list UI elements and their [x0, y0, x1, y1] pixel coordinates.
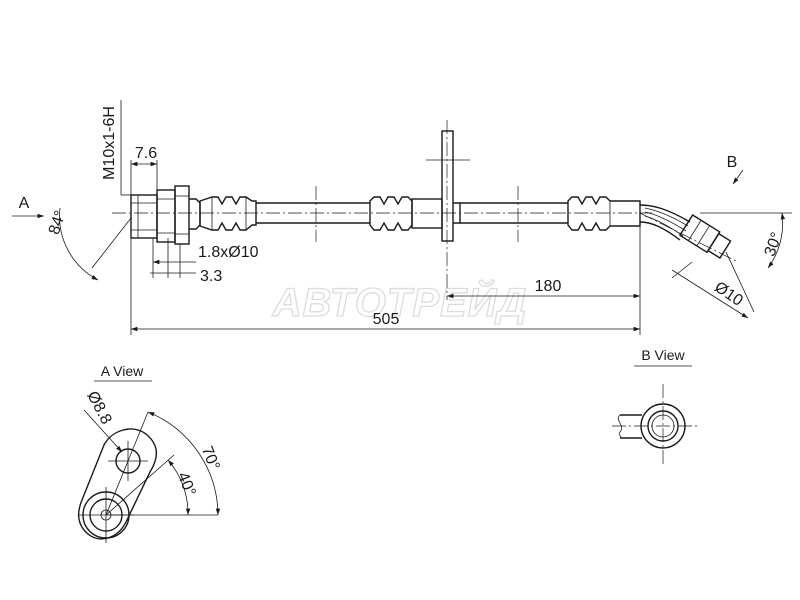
dim-flare: 1.8xØ10: [198, 244, 259, 261]
view-b-marker: B: [727, 154, 738, 171]
left-fitting: [130, 185, 201, 245]
dim-thread: M10x1-6H: [101, 106, 118, 180]
a-view-title: A View: [101, 363, 144, 379]
dim-angle-40: 40°: [174, 470, 199, 499]
a-view: A View Ø8.8 70° 40°: [77, 363, 223, 543]
dim-bracket-position: 180: [535, 278, 562, 295]
b-view: B View: [612, 347, 700, 466]
view-a-marker: A: [19, 195, 30, 212]
watermark-text: АВТОТРЕЙД: [272, 278, 528, 325]
dim-angle-70: 70°: [198, 444, 223, 473]
dim-flare-offset: 3.3: [200, 268, 222, 285]
left-crimp: [199, 196, 257, 231]
middle-left-crimp: [369, 196, 413, 231]
mounting-bracket: [411, 120, 470, 300]
dim-fitting-length: 7.6: [135, 145, 157, 162]
dim-end-angle: 84°: [46, 208, 70, 236]
b-view-title: B View: [641, 347, 685, 363]
bent-end: [639, 204, 739, 263]
dim-hole-diameter: Ø8.8: [83, 389, 114, 428]
dim-overall-length: 505: [373, 311, 400, 328]
right-crimp: [567, 196, 641, 231]
